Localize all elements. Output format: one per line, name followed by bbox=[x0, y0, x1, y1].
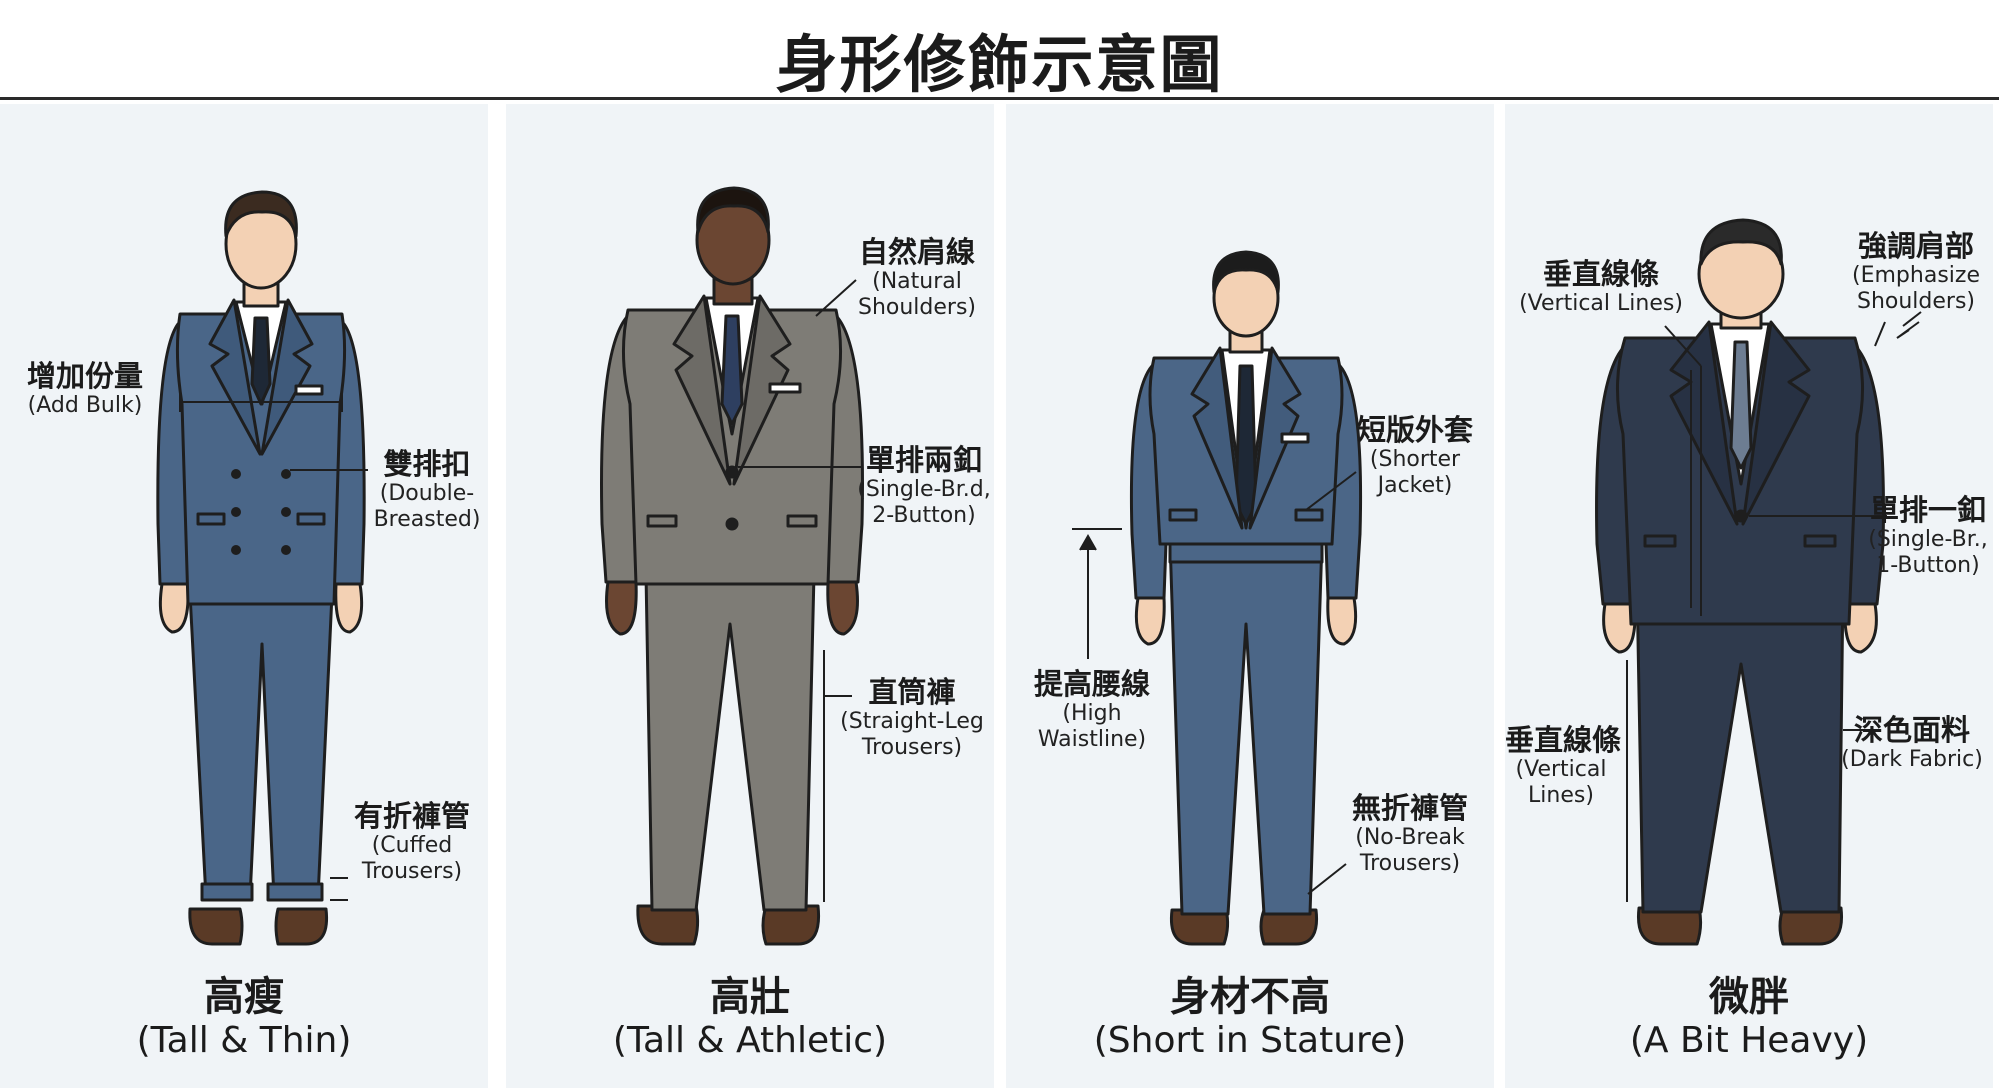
figure-tall-athletic bbox=[600, 186, 864, 946]
figure-tall-thin bbox=[156, 190, 368, 946]
label-cuffed-trousers: 有折褲管 (Cuffed Trousers) bbox=[353, 799, 470, 884]
right-cuff bbox=[266, 882, 324, 902]
label-emphasize-shoulders: 強調肩部 (Emphasize Shoulders) bbox=[1852, 229, 1980, 314]
label-dark-fabric: 深色面料 (Dark Fabric) bbox=[1841, 713, 1983, 773]
caption-tall-athletic: 高壯 (Tall & Athletic) bbox=[612, 974, 888, 1061]
caption-a-bit-heavy: 微胖 (A Bit Heavy) bbox=[1629, 974, 1869, 1061]
left-shoe bbox=[188, 907, 244, 946]
panel-short-stature: 短版外套 (Shorter Jacket) 提高腰線 (High Waistli… bbox=[1006, 104, 1494, 1088]
right-shoe bbox=[274, 907, 329, 946]
page-title: 身形修飾示意圖 bbox=[775, 28, 1224, 101]
label-natural-shoulders: 自然肩線 (Natural Shoulders) bbox=[857, 235, 976, 320]
label-double-breasted: 雙排扣 (Double- Breasted) bbox=[373, 447, 481, 532]
high-waist-trousers bbox=[1168, 538, 1324, 916]
label-single-breasted-2-button: 單排兩釦 (Single-Br.d, 2-Button) bbox=[857, 443, 991, 528]
caption-short-stature: 身材不高 (Short in Stature) bbox=[1093, 974, 1407, 1061]
dark-trousers bbox=[1635, 582, 1845, 914]
label-add-bulk: 增加份量 (Add Bulk) bbox=[26, 359, 143, 419]
label-single-breasted-1-button: 單排一釦 (Single-Br., 1-Button) bbox=[1868, 493, 1988, 578]
single-breasted-jacket bbox=[622, 308, 842, 586]
label-straight-leg-trousers: 直筒褲 (Straight-Leg Trousers) bbox=[840, 675, 984, 760]
label-no-break-trousers: 無折褲管 (No-Break Trousers) bbox=[1351, 791, 1468, 876]
label-vertical-lines-bottom: 垂直線條 (Vertical Lines) bbox=[1505, 723, 1622, 808]
label-shorter-jacket: 短版外套 (Shorter Jacket) bbox=[1356, 413, 1473, 498]
trousers bbox=[188, 592, 334, 900]
title-divider bbox=[0, 97, 1999, 100]
label-vertical-lines-top: 垂直線條 (Vertical Lines) bbox=[1519, 257, 1683, 317]
left-cuff bbox=[200, 882, 254, 902]
jacket-buttons bbox=[231, 469, 291, 555]
figure-short-stature bbox=[1072, 250, 1363, 946]
panel-a-bit-heavy: 垂直線條 (Vertical Lines) 強調肩部 (Emphasize Sh… bbox=[1505, 104, 1993, 1088]
label-high-waistline: 提高腰線 (High Waistline) bbox=[1033, 667, 1150, 752]
caption-tall-thin: 高瘦 (Tall & Thin) bbox=[136, 974, 352, 1061]
panel-tall-thin: 增加份量 (Add Bulk) 雙排扣 (Double- Breasted) 有… bbox=[0, 104, 488, 1088]
figure-a-bit-heavy bbox=[1595, 218, 1922, 946]
straight-trousers bbox=[644, 572, 816, 912]
panel-tall-athletic: 自然肩線 (Natural Shoulders) 單排兩釦 (Single-Br… bbox=[506, 104, 994, 1088]
